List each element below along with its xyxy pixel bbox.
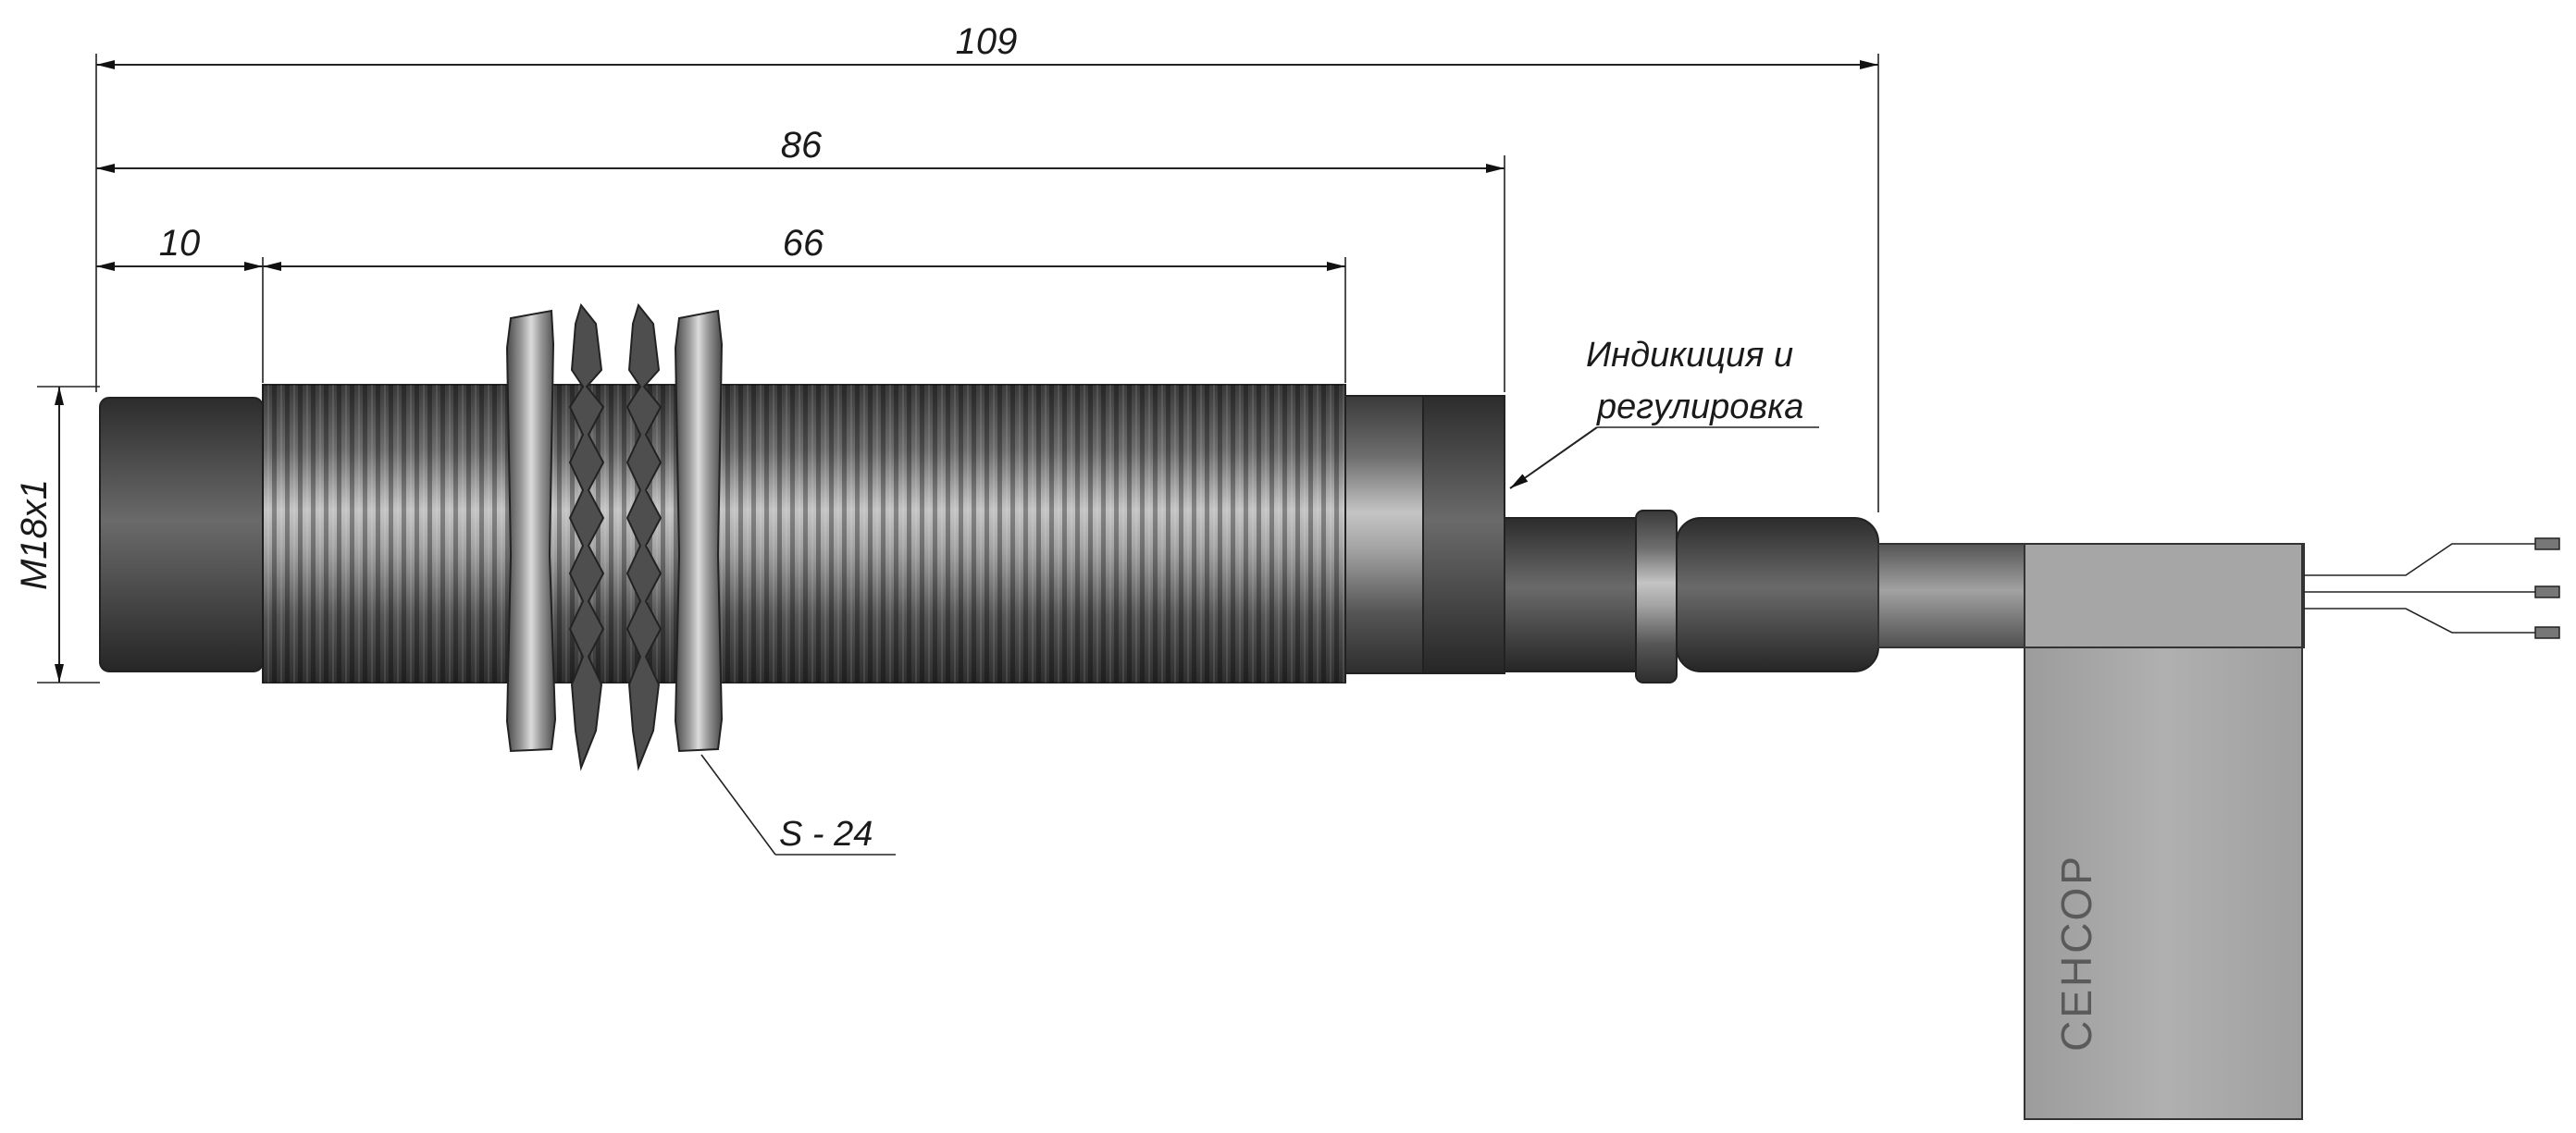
tag-plate xyxy=(2024,647,2303,1120)
indication-label-line2: регулировка xyxy=(1596,388,1803,426)
cable-tag: СЕНСОР xyxy=(2024,543,2303,1120)
star-washer-right xyxy=(625,302,663,771)
wrench-size-label: S - 24 xyxy=(779,815,873,854)
indication-label-line1: Индикиция и xyxy=(1586,336,1793,375)
wire-leads xyxy=(2304,537,2560,639)
sensing-face xyxy=(99,397,264,672)
thread-pattern xyxy=(263,385,1345,683)
brand-label: СЕНСОР xyxy=(2052,854,2100,1052)
indicator-ring xyxy=(1422,395,1505,674)
dimensions: 109 86 10 66 M18x1 xyxy=(14,21,1879,683)
sensor-body xyxy=(99,384,2305,683)
mounting-nuts xyxy=(505,302,724,771)
dim-overall: 109 xyxy=(956,21,1018,62)
gland-nut xyxy=(1676,517,1879,672)
wire-lead-top xyxy=(2304,543,2554,576)
wire-tip-bottom xyxy=(2534,626,2560,639)
tag-loop xyxy=(2024,543,2303,648)
rear-sleeve xyxy=(1344,395,1424,674)
wrench-leader xyxy=(700,754,776,856)
cable-neck xyxy=(1504,517,1637,672)
callouts: Индикиция и регулировка S - 24 xyxy=(700,336,1819,856)
dim-thread-spec: M18x1 xyxy=(14,479,55,590)
wire-lead-bottom xyxy=(2304,608,2554,634)
dim-body: 86 xyxy=(781,125,823,166)
wire-tip-top xyxy=(2534,537,2560,550)
gland-collar xyxy=(1635,510,1678,683)
indication-leader xyxy=(1509,426,1598,489)
wire-tip-middle xyxy=(2534,585,2560,598)
star-washer-left xyxy=(568,302,605,771)
lock-nut-left xyxy=(505,309,557,753)
dim-thread-length: 66 xyxy=(783,223,824,264)
lock-nut-right xyxy=(674,309,724,753)
dim-offset: 10 xyxy=(159,223,201,264)
